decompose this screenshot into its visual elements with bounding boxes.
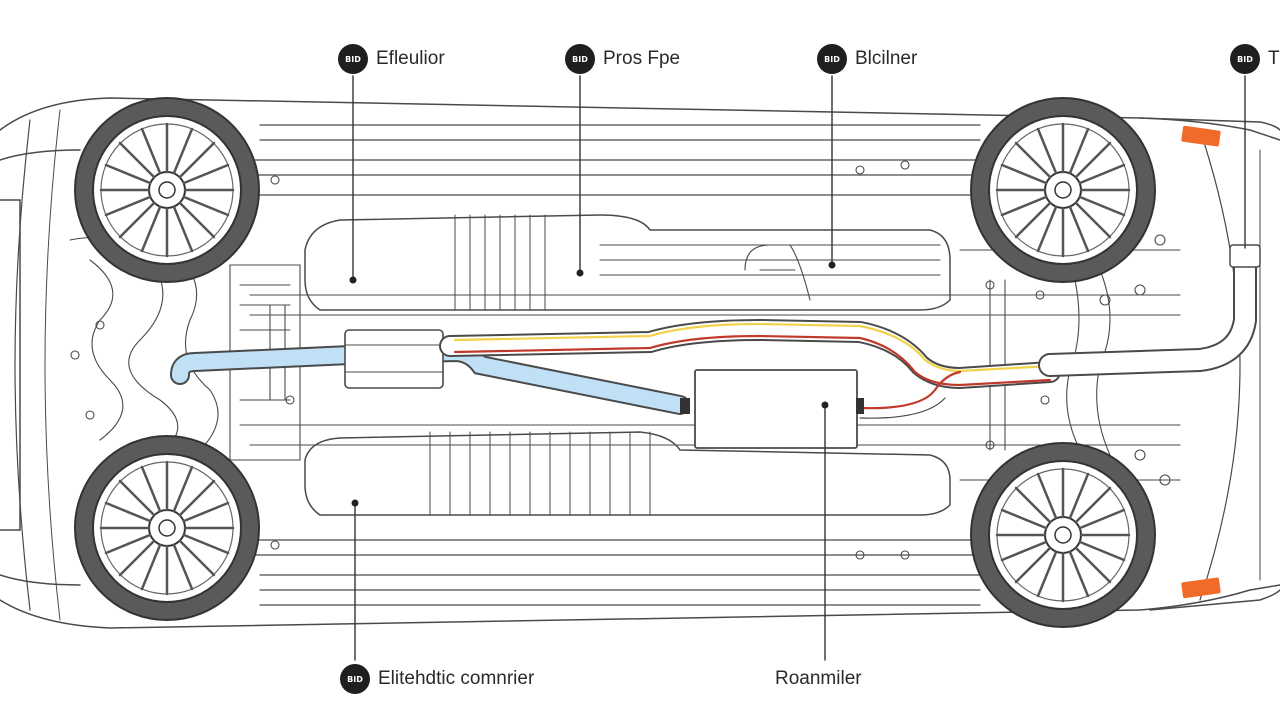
callout-badge: BID bbox=[340, 664, 370, 694]
callout-label: Blcilner bbox=[855, 48, 918, 69]
upper-floor-pan bbox=[304, 214, 951, 311]
wheel-rear-bottom bbox=[970, 442, 1156, 628]
callout-label: Elitehdtic comnrier bbox=[378, 668, 535, 689]
converter-box bbox=[344, 329, 444, 389]
callout-label: T bbox=[1268, 48, 1280, 69]
exhaust-pipe bbox=[439, 318, 1061, 390]
callout-top-3: BID Blcilner bbox=[817, 44, 917, 74]
callout-badge: BID bbox=[338, 44, 368, 74]
wheel-icon bbox=[970, 97, 1156, 283]
callout-label: Roanmiler bbox=[775, 668, 862, 689]
wheel-icon bbox=[74, 97, 260, 283]
marker-lamp-icon bbox=[1181, 577, 1221, 599]
wheel-front-top bbox=[74, 97, 260, 283]
car-body-outline bbox=[0, 97, 1280, 629]
callout-top-2: BID Pros Fpe bbox=[565, 44, 680, 74]
callout-label: Efleulior bbox=[376, 48, 445, 69]
wheel-rear-top bbox=[970, 97, 1156, 283]
wheel-icon bbox=[74, 435, 260, 621]
resonator-connector bbox=[858, 370, 962, 410]
rear-suspension bbox=[744, 160, 1171, 560]
callout-top-1: BID Efleulior bbox=[338, 44, 445, 74]
marker-lamp-icon bbox=[1181, 125, 1221, 147]
leader-lines bbox=[352, 75, 1246, 661]
callout-badge: BID bbox=[1230, 44, 1260, 74]
callout-dot-icon bbox=[349, 261, 836, 507]
tail-pipe bbox=[1038, 244, 1261, 377]
callout-badge: BID bbox=[817, 44, 847, 74]
wheel-front-bottom bbox=[74, 435, 260, 621]
callout-label: Pros Fpe bbox=[603, 48, 681, 69]
wheel-icon bbox=[970, 442, 1156, 628]
callout-bottom-1: BID Elitehdtic comnrier bbox=[340, 664, 534, 694]
callout-bottom-2: Roanmiler bbox=[775, 668, 862, 690]
callout-top-4: BID T bbox=[1230, 44, 1280, 74]
lower-floor-pan bbox=[304, 431, 951, 516]
callout-badge: BID bbox=[565, 44, 595, 74]
resonator-box bbox=[694, 369, 858, 449]
